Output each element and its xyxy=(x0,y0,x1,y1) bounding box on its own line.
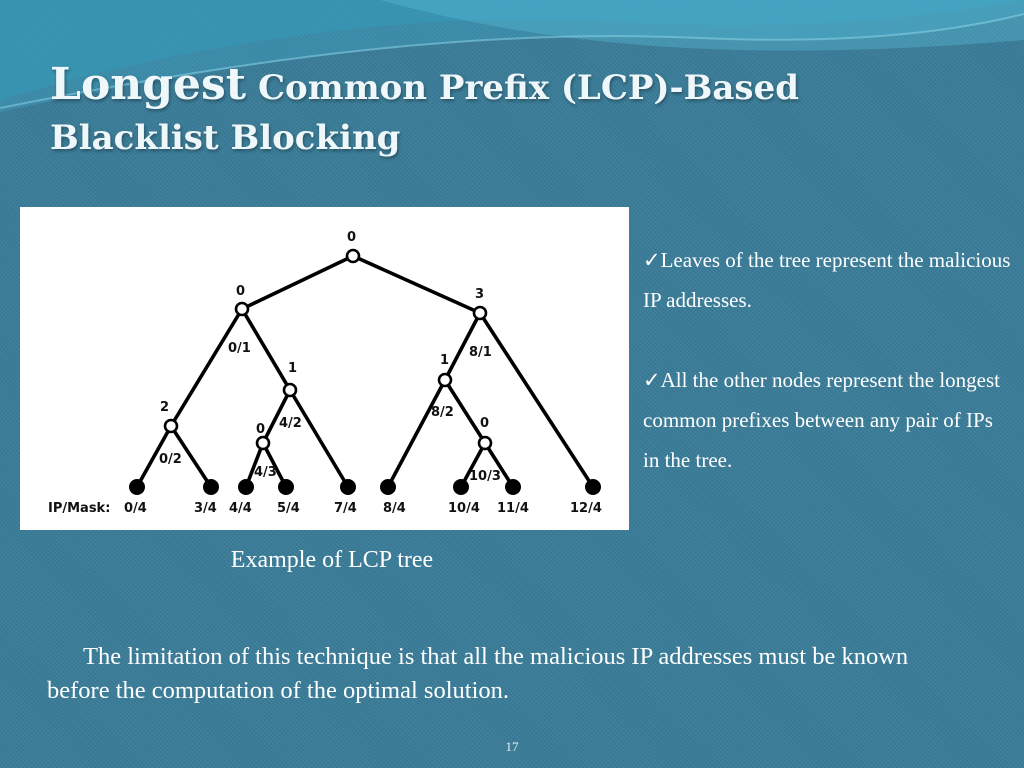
leaf-label-4: 4/4 xyxy=(229,501,252,516)
header-wave-decoration xyxy=(0,0,1024,112)
edge-n02-leaf-0 xyxy=(135,424,173,489)
leaf-label-11: 11/4 xyxy=(497,501,529,516)
edge-root-n81 xyxy=(351,254,482,315)
slide-title: Longest Common Prefix (LCP)-Based Blackl… xyxy=(50,58,950,161)
edge-label-4-2: 4/2 xyxy=(279,416,302,431)
leaf-8 xyxy=(380,479,396,495)
leaf-4 xyxy=(238,479,254,495)
edge-n01-n02 xyxy=(169,307,244,428)
limitation-text: The limitation of this technique is that… xyxy=(47,643,909,704)
leaf-7 xyxy=(340,479,356,495)
bullet-item: ✓Leaves of the tree represent the malici… xyxy=(643,248,1011,312)
edge-root-n01 xyxy=(240,254,355,311)
node-value-n82: 1 xyxy=(440,353,449,368)
leaf-10 xyxy=(453,479,469,495)
node-n01 xyxy=(234,301,250,317)
node-n43 xyxy=(255,435,271,451)
ip-mask-label: IP/Mask: xyxy=(48,501,110,516)
node-n82 xyxy=(437,372,453,388)
leaf-label-12: 12/4 xyxy=(570,501,602,516)
leaf-12 xyxy=(585,479,601,495)
node-value-n103: 0 xyxy=(480,416,489,431)
edge-n82-n103 xyxy=(443,378,487,445)
title-second-line: Blacklist Blocking xyxy=(50,118,401,158)
leaf-label-8: 8/4 xyxy=(383,501,406,516)
edge-n42-n43 xyxy=(261,388,292,445)
leaf-label-3: 3/4 xyxy=(194,501,217,516)
leaf-5 xyxy=(278,479,294,495)
node-n81 xyxy=(472,305,488,321)
leaf-label-5: 5/4 xyxy=(277,501,300,516)
edge-n82-leaf-8 xyxy=(386,378,447,489)
bullet-list: ✓Leaves of the tree represent the malici… xyxy=(643,240,1013,520)
edge-n42-leaf-7 xyxy=(288,388,350,489)
figure-caption: Example of LCP tree xyxy=(230,547,434,573)
edge-n43-leaf-5 xyxy=(261,441,288,489)
page-number: 17 xyxy=(505,739,519,754)
node-value-n02: 2 xyxy=(160,400,169,415)
edge-label-10-3: 10/3 xyxy=(469,469,501,484)
title-first-word: Longest xyxy=(50,59,247,110)
node-value-n42: 1 xyxy=(288,361,297,376)
lcp-tree-diagram: 0 0 3 2 1 0 1 0 0/1 8/1 0/2 4/2 4/3 8/2 … xyxy=(48,230,602,516)
leaf-label-10: 10/4 xyxy=(448,501,480,516)
node-n103 xyxy=(477,435,493,451)
leaf-label-0: 0/4 xyxy=(124,501,147,516)
edge-n01-n42 xyxy=(240,307,292,392)
node-root xyxy=(345,248,361,264)
edge-label-4-3: 4/3 xyxy=(254,465,277,480)
leaf-label-7: 7/4 xyxy=(334,501,357,516)
node-value-n43: 0 xyxy=(256,422,265,437)
title-rest: Common Prefix (LCP)-Based xyxy=(246,68,799,108)
leaf-0 xyxy=(129,479,145,495)
edge-n81-n82 xyxy=(443,311,482,382)
node-value-n81: 3 xyxy=(475,287,484,302)
lcp-tree-figure: 0 0 3 2 1 0 1 0 0/1 8/1 0/2 4/2 4/3 8/2 … xyxy=(20,207,629,530)
leaf-3 xyxy=(203,479,219,495)
node-n02 xyxy=(163,418,179,434)
edge-label-0-1: 0/1 xyxy=(228,341,251,356)
edge-label-8-2: 8/2 xyxy=(431,405,454,420)
node-n42 xyxy=(282,382,298,398)
edge-n103-leaf-10 xyxy=(459,441,487,489)
leaf-11 xyxy=(505,479,521,495)
edge-label-8-1: 8/1 xyxy=(469,345,492,360)
edge-label-0-2: 0/2 xyxy=(159,452,182,467)
bullet-item: ✓All the other nodes represent the longe… xyxy=(643,368,1000,472)
edge-n02-leaf-3 xyxy=(169,424,213,489)
node-value-n01: 0 xyxy=(236,284,245,299)
edge-n81-leaf-12 xyxy=(478,311,595,489)
edge-n103-leaf-11 xyxy=(483,441,515,489)
node-value-root: 0 xyxy=(347,230,356,245)
